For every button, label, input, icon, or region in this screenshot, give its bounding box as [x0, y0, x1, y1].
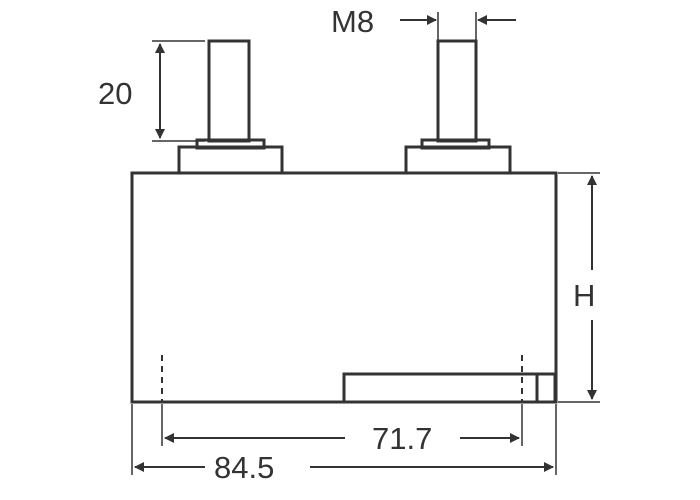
- left-terminal-base: [177, 145, 284, 175]
- overall-width-label: 84.5: [214, 450, 274, 485]
- thread-size-label: M8: [331, 4, 374, 39]
- right-terminal-stud: [436, 39, 478, 143]
- inner-width-label: 71.7: [372, 421, 432, 456]
- left-terminal-stud: [207, 39, 251, 143]
- capacitor-body: [130, 171, 558, 404]
- mounting-bracket: [342, 372, 557, 404]
- stud-height-label: 20: [98, 76, 132, 111]
- body-height-label: H: [573, 278, 595, 313]
- right-terminal-base: [404, 145, 512, 175]
